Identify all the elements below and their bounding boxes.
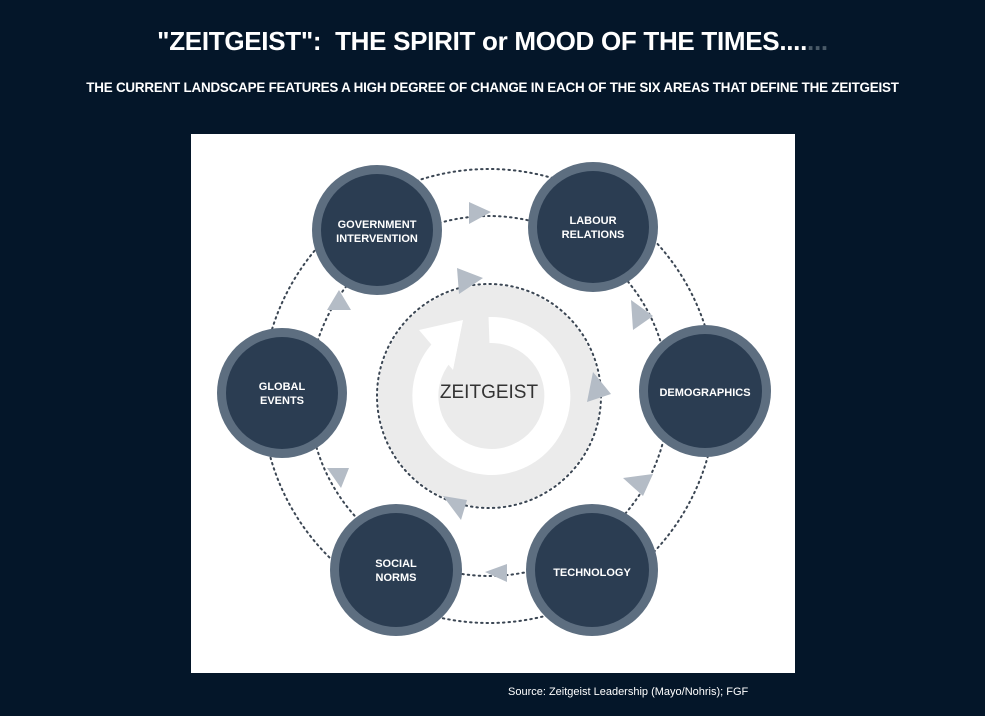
flow-arrow-global-to-gov xyxy=(327,290,351,310)
flow-arrow-gov-to-labour xyxy=(469,202,491,224)
center-refresh-icon xyxy=(412,316,571,475)
node-label-norms: NORMS xyxy=(376,572,417,584)
source-caption: Source: Zeitgeist Leadership (Mayo/Nohri… xyxy=(508,686,749,698)
node-label-relations: RELATIONS xyxy=(562,229,625,241)
center-arrow-bottom xyxy=(443,496,467,520)
node-government-intervention: GOVERNMENT INTERVENTION xyxy=(312,165,442,295)
node-label-labour: LABOUR xyxy=(569,215,616,227)
zeitgeist-diagram-panel: ZEITGEIST GOVERNMENT INTERVENTION LABOUR… xyxy=(191,134,795,673)
flow-arrow-social-to-global xyxy=(327,468,349,488)
node-label-technology: TECHNOLOGY xyxy=(553,567,631,579)
node-label-social: SOCIAL xyxy=(375,558,417,570)
center-label: ZEITGEIST xyxy=(440,382,539,403)
node-technology: TECHNOLOGY xyxy=(526,504,658,636)
node-label-government: GOVERNMENT xyxy=(338,219,417,231)
page-subtitle: THE CURRENT LANDSCAPE FEATURES A HIGH DE… xyxy=(86,80,899,95)
node-label-demographics: DEMOGRAPHICS xyxy=(659,387,750,399)
center-arrow-top xyxy=(457,268,483,294)
page-title-trail: ... xyxy=(807,26,828,56)
node-global-events: GLOBAL EVENTS xyxy=(217,328,347,458)
node-label-events: EVENTS xyxy=(260,395,304,407)
flow-arrow-labour-to-demographics xyxy=(631,300,653,330)
page-title: "ZEITGEIST": THE SPIRIT or MOOD OF THE T… xyxy=(0,26,985,57)
center-arrow-right xyxy=(587,372,611,402)
node-social-norms: SOCIAL NORMS xyxy=(330,504,462,636)
node-demographics: DEMOGRAPHICS xyxy=(639,325,771,457)
zeitgeist-cycle-diagram: ZEITGEIST GOVERNMENT INTERVENTION LABOUR… xyxy=(217,162,771,636)
node-label-global: GLOBAL xyxy=(259,381,306,393)
flow-arrow-demographics-to-technology xyxy=(623,474,653,496)
flow-arrow-technology-to-social xyxy=(485,564,507,582)
page-title-text: "ZEITGEIST": THE SPIRIT or MOOD OF THE T… xyxy=(157,26,808,56)
node-label-intervention: INTERVENTION xyxy=(336,233,418,245)
node-labour-relations: LABOUR RELATIONS xyxy=(528,162,658,292)
